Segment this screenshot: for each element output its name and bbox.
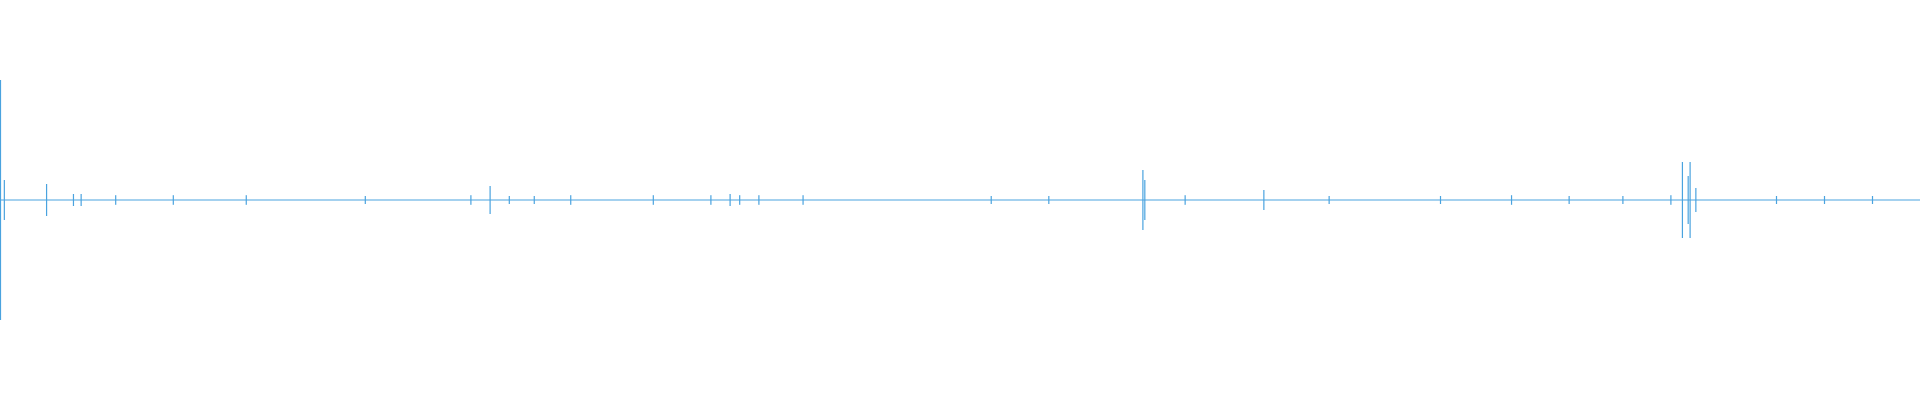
waveform-spikes [0,80,1874,320]
